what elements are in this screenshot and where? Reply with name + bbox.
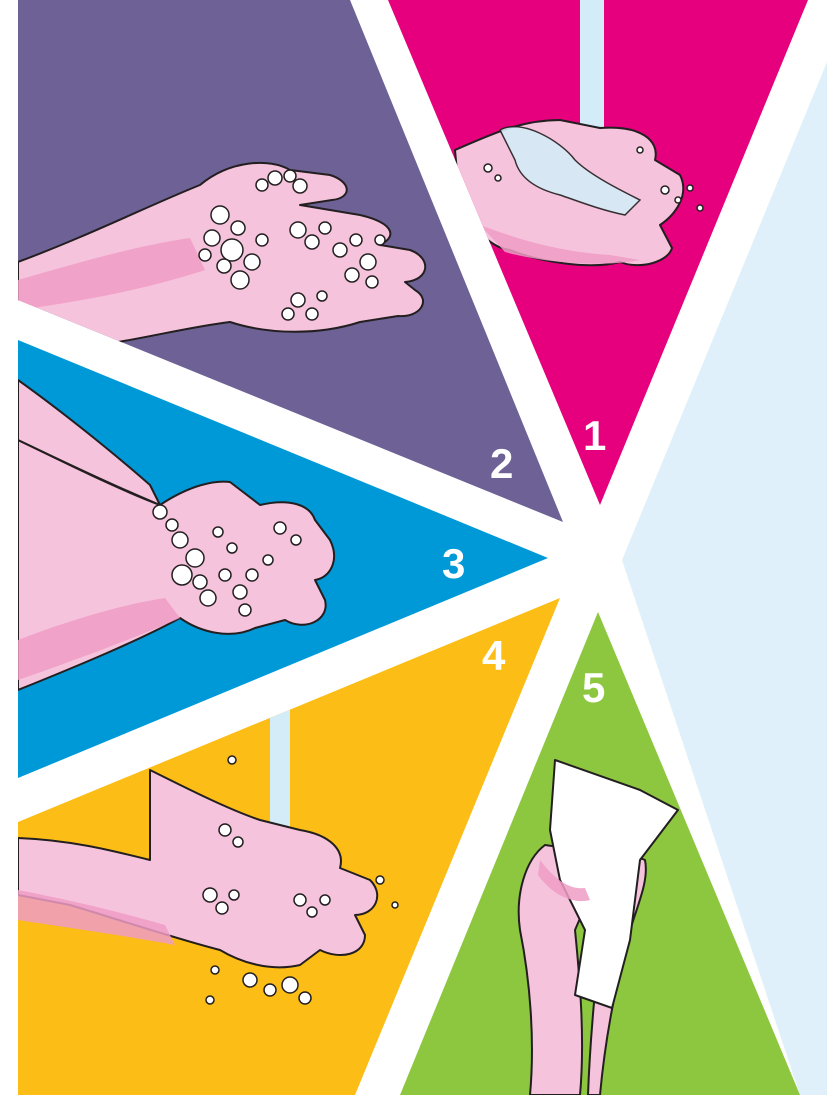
step-number-4: 4 (482, 632, 506, 679)
step-number-5: 5 (582, 664, 605, 711)
step-number-2: 2 (490, 440, 513, 487)
step-number-3: 3 (442, 540, 465, 587)
step-number-1: 1 (583, 412, 606, 459)
